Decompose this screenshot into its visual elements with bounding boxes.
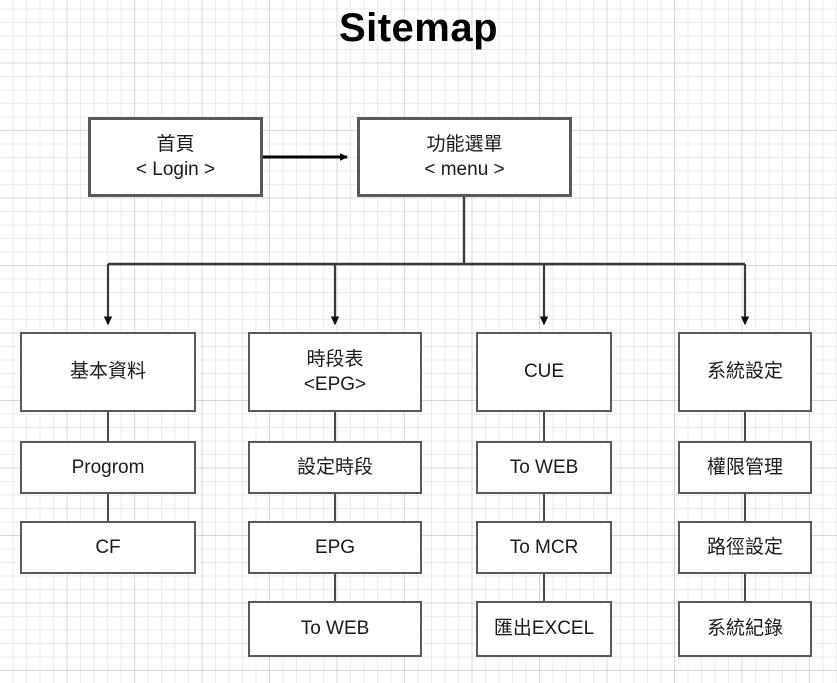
node-col1-2[interactable]: CF xyxy=(20,521,196,574)
node-col4-1-line1: 權限管理 xyxy=(706,456,783,478)
edge-menu-trunk xyxy=(103,197,750,326)
node-home[interactable]: 首頁 < Login > xyxy=(88,117,263,197)
node-menu[interactable]: 功能選單 < menu > xyxy=(357,117,572,197)
node-col3-3-line1: 匯出EXCEL xyxy=(493,618,595,640)
page-title: Sitemap xyxy=(338,6,499,50)
node-col4-3-line1: 系統紀錄 xyxy=(706,618,783,640)
node-col3-2[interactable]: To MCR xyxy=(476,521,612,574)
node-col3-3[interactable]: 匯出EXCEL xyxy=(476,601,612,657)
node-col2-3-line1: To WEB xyxy=(300,618,370,640)
node-col2-1[interactable]: 設定時段 xyxy=(248,441,422,494)
node-col2-0-line1: 時段表 xyxy=(306,348,364,370)
node-col3-0-line1: CUE xyxy=(523,361,565,383)
node-col1-2-line1: CF xyxy=(95,536,121,558)
node-menu-line1: 功能選單 xyxy=(426,133,503,155)
node-col4-0[interactable]: 系統設定 xyxy=(678,332,812,412)
node-col1-1[interactable]: Progrom xyxy=(20,441,196,494)
node-col1-0-line1: 基本資料 xyxy=(69,361,146,383)
node-home-line1: 首頁 xyxy=(156,133,195,155)
node-col4-2[interactable]: 路徑設定 xyxy=(678,521,812,574)
node-col3-0[interactable]: CUE xyxy=(476,332,612,412)
node-col4-3[interactable]: 系統紀錄 xyxy=(678,601,812,657)
node-col2-2[interactable]: EPG xyxy=(248,521,422,574)
node-home-line2: < Login > xyxy=(135,159,216,180)
node-col1-0[interactable]: 基本資料 xyxy=(20,332,196,412)
node-col2-0-line2: <EPG> xyxy=(303,374,367,395)
node-col4-0-line1: 系統設定 xyxy=(706,361,783,383)
node-col4-1[interactable]: 權限管理 xyxy=(678,441,812,494)
node-col2-2-line1: EPG xyxy=(314,536,356,558)
node-menu-line2: < menu > xyxy=(424,159,505,180)
node-col3-1[interactable]: To WEB xyxy=(476,441,612,494)
node-col2-3[interactable]: To WEB xyxy=(248,601,422,657)
node-col3-1-line1: To WEB xyxy=(509,456,579,478)
node-col2-1-line1: 設定時段 xyxy=(296,456,373,478)
node-col2-0[interactable]: 時段表 <EPG> xyxy=(248,332,422,412)
node-col3-2-line1: To MCR xyxy=(509,536,579,558)
node-col4-2-line1: 路徑設定 xyxy=(706,536,783,558)
node-col1-1-line1: Progrom xyxy=(71,456,145,478)
